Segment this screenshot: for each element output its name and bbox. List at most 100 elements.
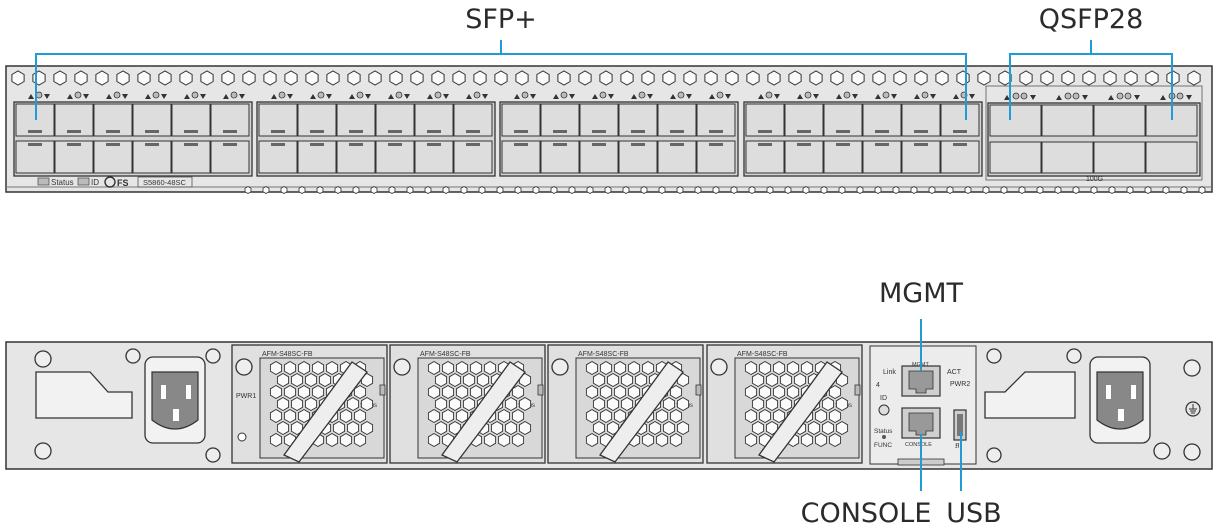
vent-hole [200, 70, 214, 86]
id-button[interactable] [878, 404, 890, 416]
vent-hole [765, 420, 779, 436]
port-led [191, 91, 199, 99]
sfp-port[interactable] [696, 140, 736, 174]
vent-hole [892, 186, 900, 194]
vent-hole [766, 186, 774, 194]
sfp-bracket [35, 40, 967, 120]
qsfp-port[interactable] [1145, 141, 1198, 174]
fan-module[interactable]: AFM-S48SC-FBStatus3 [547, 344, 717, 464]
fan4-label: 4 [876, 382, 880, 389]
sfp-port[interactable] [784, 140, 824, 174]
vent-hole [772, 360, 786, 376]
fan-module[interactable]: AFM-S48SC-FBStatus [706, 344, 863, 464]
vent-hole [599, 384, 613, 400]
callouts [35, 40, 1173, 491]
vent-hole [311, 360, 325, 376]
ground-icon [1185, 401, 1201, 417]
sfp-port[interactable] [93, 140, 133, 174]
sfp-port[interactable] [336, 140, 376, 174]
vent-hole [455, 408, 469, 424]
qsfp-port[interactable] [989, 141, 1042, 174]
vent-hole [758, 408, 772, 424]
vent-hole [784, 186, 792, 194]
vent-hole [658, 186, 666, 194]
vent-hole [1124, 70, 1138, 86]
led-up-icon [758, 94, 764, 99]
led-up-icon [592, 94, 598, 99]
vent-hole [725, 70, 739, 86]
vent-hole [305, 70, 319, 86]
vent-hole [1061, 70, 1075, 86]
vent-hole [263, 70, 277, 86]
sfp-port[interactable] [501, 140, 541, 174]
sfp-port[interactable] [132, 140, 172, 174]
led-up-icon [836, 94, 842, 99]
qsfp-port[interactable] [1093, 141, 1146, 174]
front-ventilation-bottom [244, 186, 1206, 194]
sfp-port[interactable] [901, 140, 941, 174]
vent-hole [1040, 70, 1054, 86]
sfp-port[interactable] [823, 140, 863, 174]
vent-hole [518, 420, 532, 436]
fs-logo-icon [104, 176, 116, 188]
port-led [230, 91, 238, 99]
vent-hole [269, 408, 283, 424]
vent-hole [221, 70, 235, 86]
qsfp-port[interactable] [1041, 104, 1094, 137]
vent-hole [478, 186, 486, 194]
vent-hole [406, 186, 414, 194]
sfp-port[interactable] [258, 140, 298, 174]
brand-label: FS [117, 178, 129, 188]
vent-hole [1187, 70, 1201, 86]
fan-handle [283, 361, 368, 463]
status-label: Status [874, 428, 893, 435]
vent-hole [676, 396, 690, 412]
vent-hole [585, 408, 599, 424]
sfp-port[interactable] [784, 103, 824, 137]
sfp-port[interactable] [657, 140, 697, 174]
id-legend-swatch [77, 177, 90, 186]
psu-left [34, 348, 221, 463]
qsfp-port[interactable] [989, 104, 1042, 137]
fan-model-label: AFM-S48SC-FB [578, 351, 629, 358]
sfp-port[interactable] [540, 140, 580, 174]
sfp-port[interactable] [862, 140, 902, 174]
sfp-port[interactable] [618, 103, 658, 137]
vent-hole [1144, 186, 1152, 194]
sfp-port[interactable] [297, 140, 337, 174]
vent-hole [613, 408, 627, 424]
vent-hole [427, 360, 441, 376]
qsfp-port[interactable] [1093, 104, 1146, 137]
led-down-icon [969, 94, 975, 99]
vent-hole [634, 372, 648, 388]
sfp-port[interactable] [414, 140, 454, 174]
vent-hole [441, 408, 455, 424]
vent-hole [511, 432, 525, 448]
sfp-port[interactable] [210, 140, 250, 174]
sfp-port[interactable] [453, 140, 493, 174]
sfp-port[interactable] [171, 140, 211, 174]
sfp-port[interactable] [579, 140, 619, 174]
sfp-port[interactable] [745, 140, 785, 174]
vent-hole [494, 70, 508, 86]
sfp-port[interactable] [54, 140, 94, 174]
vent-hole [821, 420, 835, 436]
led-up-icon [670, 94, 676, 99]
sfp-port[interactable] [940, 140, 980, 174]
sfp-port[interactable] [618, 140, 658, 174]
fan-module[interactable]: AFM-S48SC-FBStatus2 [389, 344, 559, 464]
screw-icon [205, 348, 221, 364]
led-down-icon [608, 94, 614, 99]
vent-hole [694, 186, 702, 194]
led-up-icon [223, 94, 229, 99]
vent-hole [424, 186, 432, 194]
qsfp-speed-label: 100G [1086, 176, 1103, 183]
led-up-icon [1004, 95, 1010, 100]
sfp-port[interactable] [15, 140, 55, 174]
vent-hole [455, 360, 469, 376]
fan-module[interactable]: AFM-S48SC-FBStatus1 [231, 344, 401, 464]
sfp-block [743, 91, 983, 177]
qsfp-port[interactable] [1041, 141, 1094, 174]
led-up-icon [875, 94, 881, 99]
sfp-port[interactable] [375, 140, 415, 174]
